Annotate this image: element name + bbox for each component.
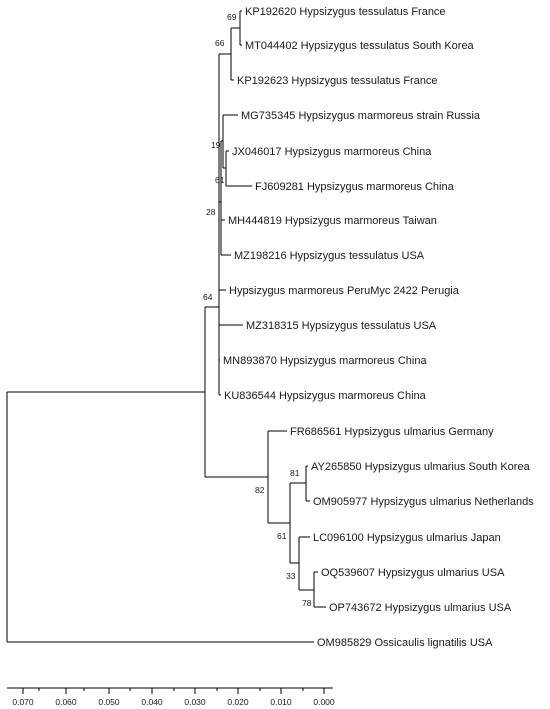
bootstrap-value: 19 xyxy=(211,140,221,150)
bootstrap-value: 66 xyxy=(215,38,225,48)
distance-scale-axis: 0.070 0.060 0.050 0.040 0.030 0.020 0.01… xyxy=(7,687,335,707)
scale-tick-label: 0.050 xyxy=(98,697,120,707)
bootstrap-value: 64 xyxy=(203,292,213,302)
leaf-label: AY265850 Hypsizygus ulmarius South Korea xyxy=(311,461,531,473)
bootstrap-value: 61 xyxy=(215,175,225,185)
branches-marmoreus-clade xyxy=(218,10,252,396)
bootstrap-value: 33 xyxy=(286,571,296,581)
leaf-label: OP743672 Hypsizygus ulmarius USA xyxy=(329,602,512,614)
bootstrap-value: 69 xyxy=(227,12,237,22)
scale-tick-label: 0.070 xyxy=(12,697,34,707)
scale-tick-labels: 0.070 0.060 0.050 0.040 0.030 0.020 0.01… xyxy=(12,697,335,707)
scale-tick-label: 0.000 xyxy=(313,697,335,707)
leaf-label: KU836544 Hypsizygus marmoreus China xyxy=(224,390,427,402)
bootstrap-value: 81 xyxy=(290,468,300,478)
leaf-label: OQ539607 Hypsizygus ulmarius USA xyxy=(321,567,505,579)
leaf-label: OM985829 Ossicaulis lignatilis USA xyxy=(317,637,493,649)
leaf-label: OM905977 Hypsizygus ulmarius Netherlands xyxy=(313,496,534,508)
scale-tick-label: 0.060 xyxy=(55,697,77,707)
leaf-label: Hypsizygus marmoreus PeruMyc 2422 Perugi… xyxy=(229,285,460,297)
scale-tick-label: 0.010 xyxy=(270,697,292,707)
bootstrap-value: 78 xyxy=(302,598,312,608)
bootstrap-value: 61 xyxy=(277,531,287,541)
branches-ulmarius-clade xyxy=(267,430,326,608)
scale-tick-label: 0.020 xyxy=(227,697,249,707)
leaf-label: MZ318315 Hypsizygus tessulatus USA xyxy=(246,320,437,332)
leaf-label: MG735345 Hypsizygus marmoreus strain Rus… xyxy=(241,110,481,122)
bootstrap-values: 69 66 19 61 28 64 81 82 61 33 78 xyxy=(203,12,312,608)
scale-ticks xyxy=(22,688,325,694)
leaf-label: JX046017 Hypsizygus marmoreus China xyxy=(232,146,432,158)
leaf-label: KP192623 Hypsizygus tessulatus France xyxy=(237,75,438,87)
leaf-label: FR686561 Hypsizygus ulmarius Germany xyxy=(290,426,494,438)
leaf-label: MZ198216 Hypsizygus tessulatus USA xyxy=(234,250,425,262)
leaf-label: LC096100 Hypsizygus ulmarius Japan xyxy=(313,532,501,544)
leaf-label: FJ609281 Hypsizygus marmoreus China xyxy=(255,181,455,193)
bootstrap-value: 82 xyxy=(255,485,265,495)
leaf-label: MN893870 Hypsizygus marmoreus China xyxy=(223,355,427,367)
branches-root xyxy=(6,306,314,643)
scale-tick-label: 0.040 xyxy=(141,697,163,707)
bootstrap-value: 28 xyxy=(206,207,216,217)
leaf-label: KP192620 Hypsizygus tessulatus France xyxy=(245,6,446,18)
leaf-label: MT044402 Hypsizygus tessulatus South Kor… xyxy=(245,40,475,52)
scale-tick-label: 0.030 xyxy=(184,697,206,707)
leaf-labels: KP192620 Hypsizygus tessulatus France MT… xyxy=(223,6,534,649)
leaf-label: MH444819 Hypsizygus marmoreus Taiwan xyxy=(228,215,437,227)
